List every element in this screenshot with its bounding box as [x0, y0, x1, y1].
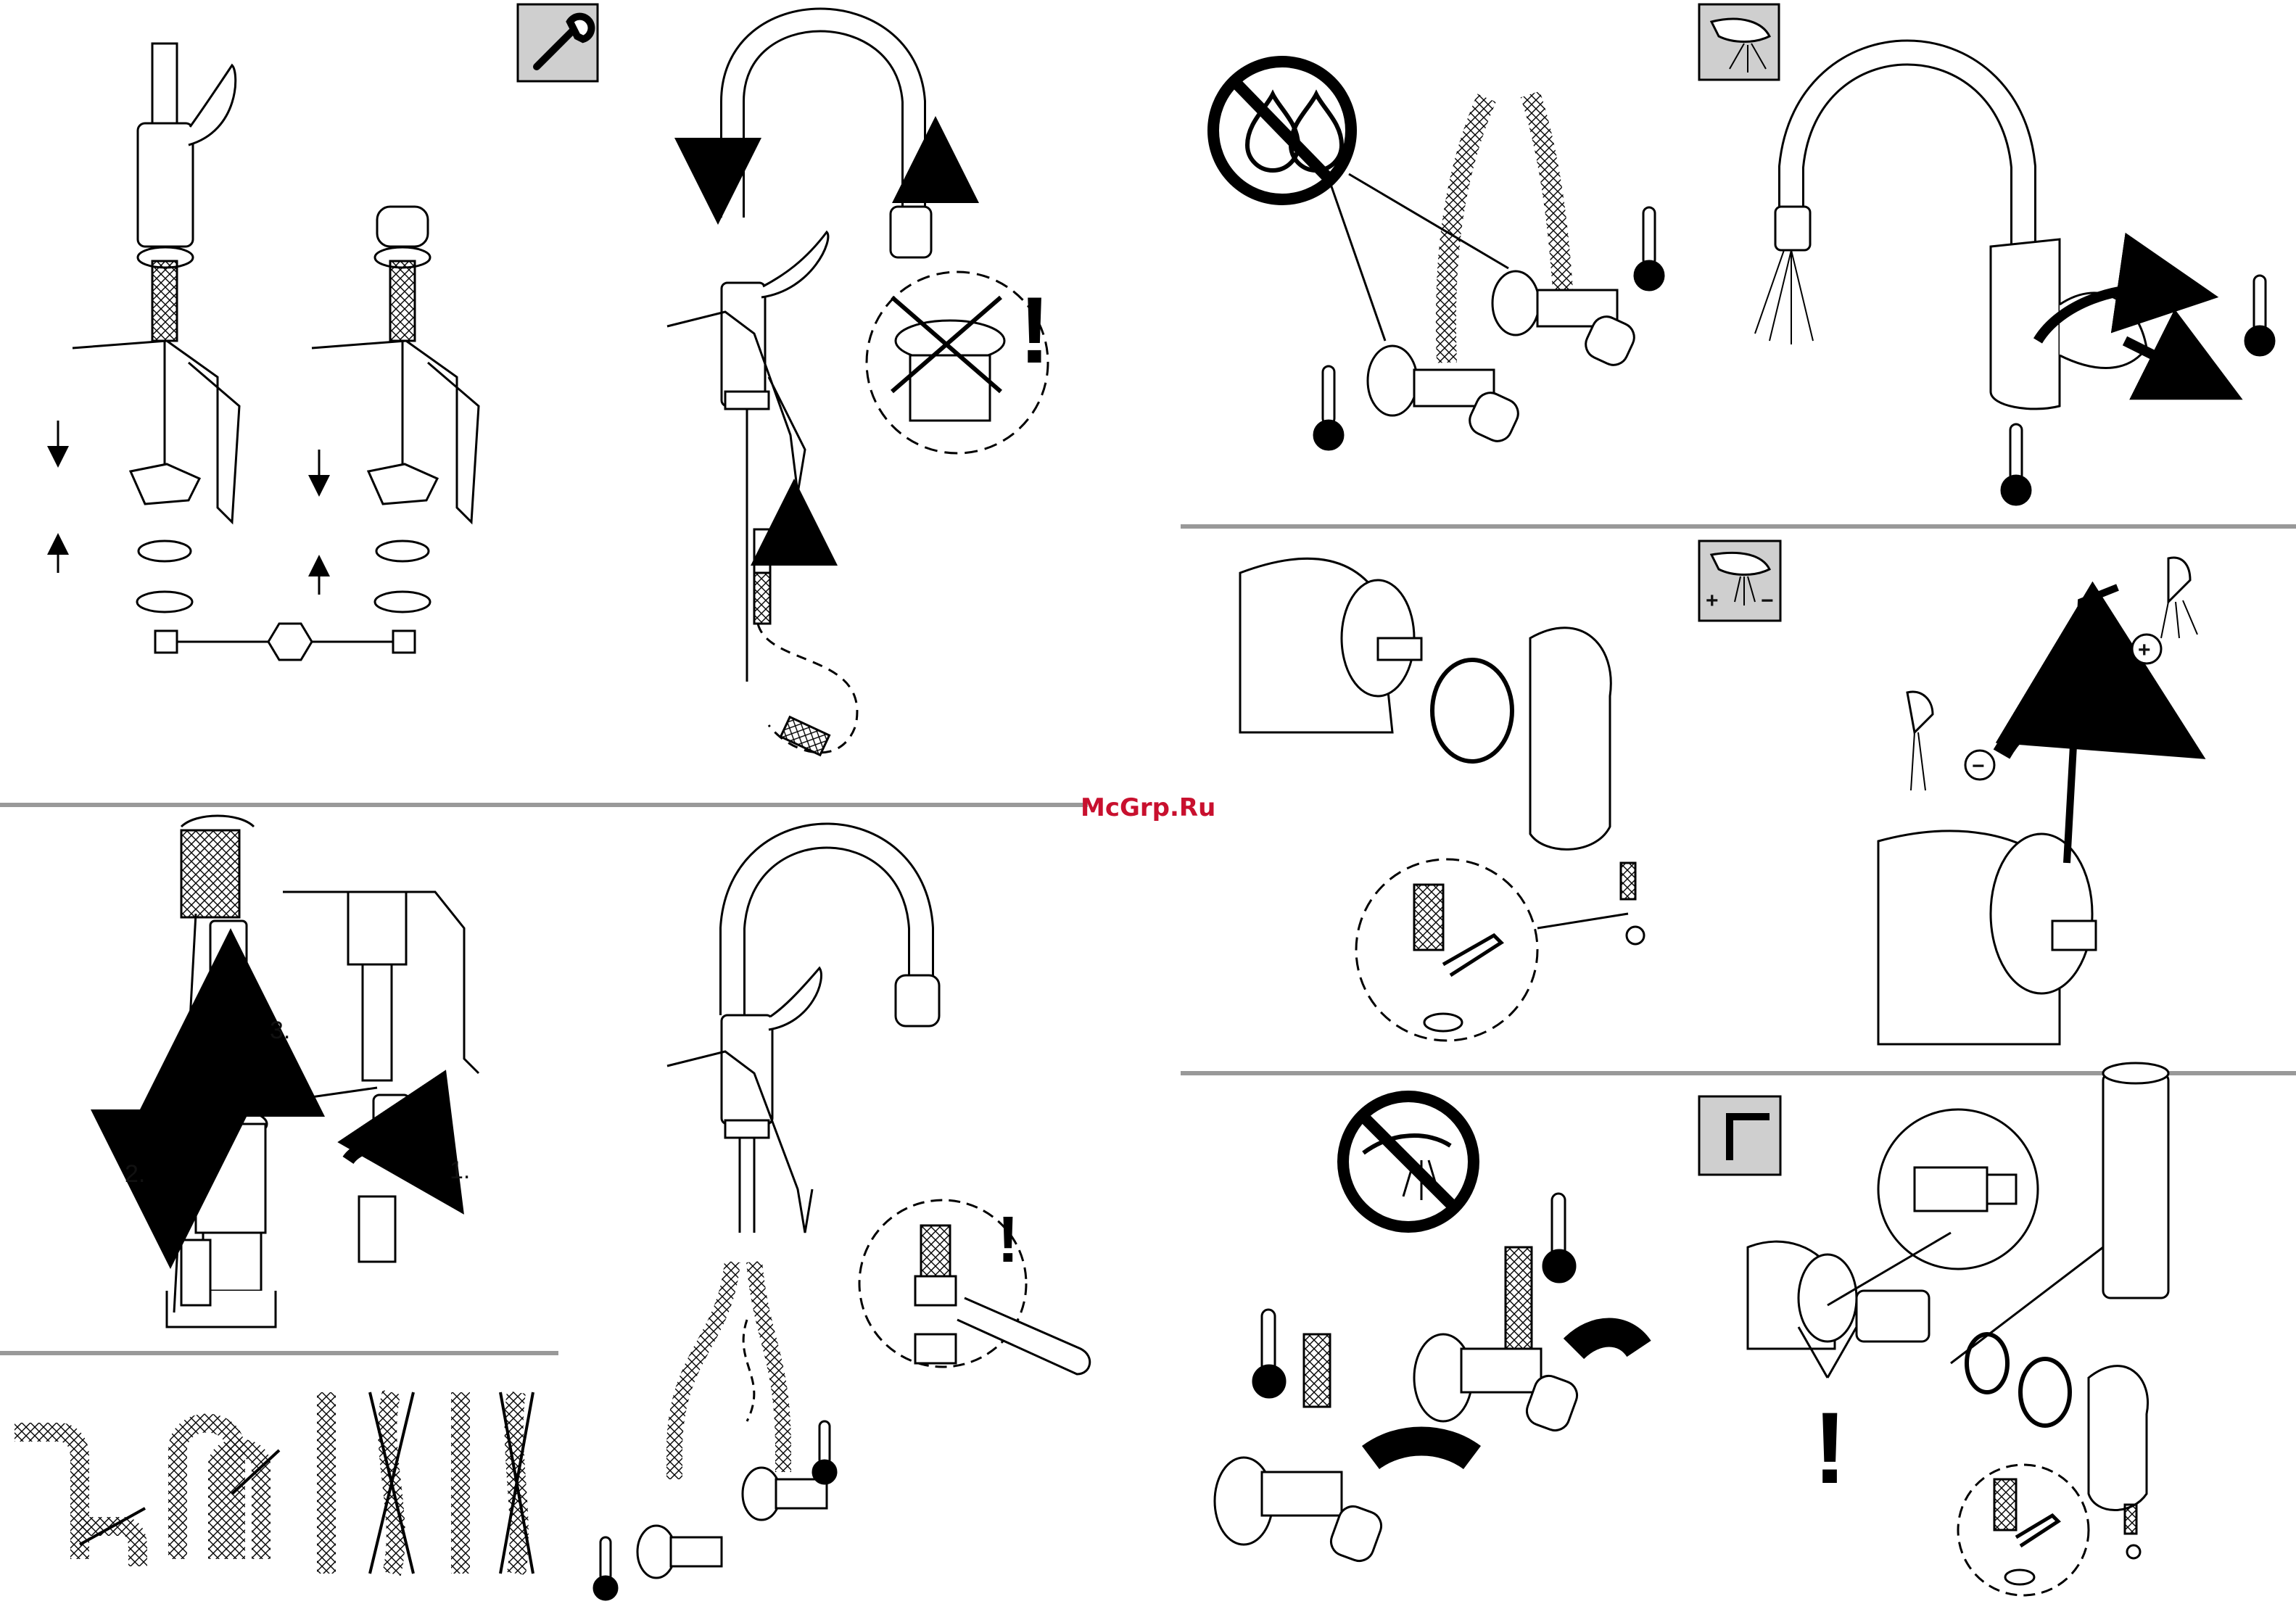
mounting-parts-left — [131, 464, 199, 653]
step-1-label: 1. — [450, 1157, 470, 1184]
hex-key-icon — [1699, 1096, 1780, 1175]
no-thermal-desinfection-icon — [1213, 62, 1351, 199]
no-spray-icon — [1343, 1096, 1474, 1227]
svg-text:−: − — [1972, 754, 1985, 778]
step-2-label: 2. — [125, 1160, 145, 1188]
flow-adjust-icon: + − — [1699, 541, 1780, 621]
panel-pullout-hose: ! — [667, 20, 1050, 756]
warning-exclamation-icon: ! — [1019, 277, 1050, 383]
panel-cartridge: ! — [1215, 1063, 2168, 1595]
svg-text:+: + — [2138, 638, 2151, 662]
panel-lever-operation — [1699, 4, 2274, 505]
warning-exclamation-icon: ! — [997, 1204, 1019, 1276]
nut-hex-icon — [268, 624, 312, 660]
panel-hose-connector: 1. 2. 3. — [125, 816, 479, 1327]
step-3-label: 3. — [270, 1017, 290, 1044]
watermark: McGrp.Ru — [1081, 793, 1215, 822]
mounting-parts-right — [368, 464, 437, 653]
panel-angle-valves — [1213, 62, 1664, 450]
panel-flow-adjust: + − + − — [1240, 541, 2197, 1044]
hand-shower-icon — [1699, 4, 1779, 80]
thermometer-icon — [594, 1421, 836, 1600]
panel-full-install: ! — [594, 836, 1090, 1600]
svg-text:−: − — [1761, 589, 1774, 613]
panel-mounting — [58, 4, 598, 660]
svg-text:+: + — [1706, 589, 1719, 613]
panel-hose-routing — [15, 1392, 533, 1574]
wrench-icon — [518, 4, 598, 81]
faucet-body-left — [138, 44, 236, 479]
warning-exclamation-icon: ! — [1813, 1391, 1847, 1505]
